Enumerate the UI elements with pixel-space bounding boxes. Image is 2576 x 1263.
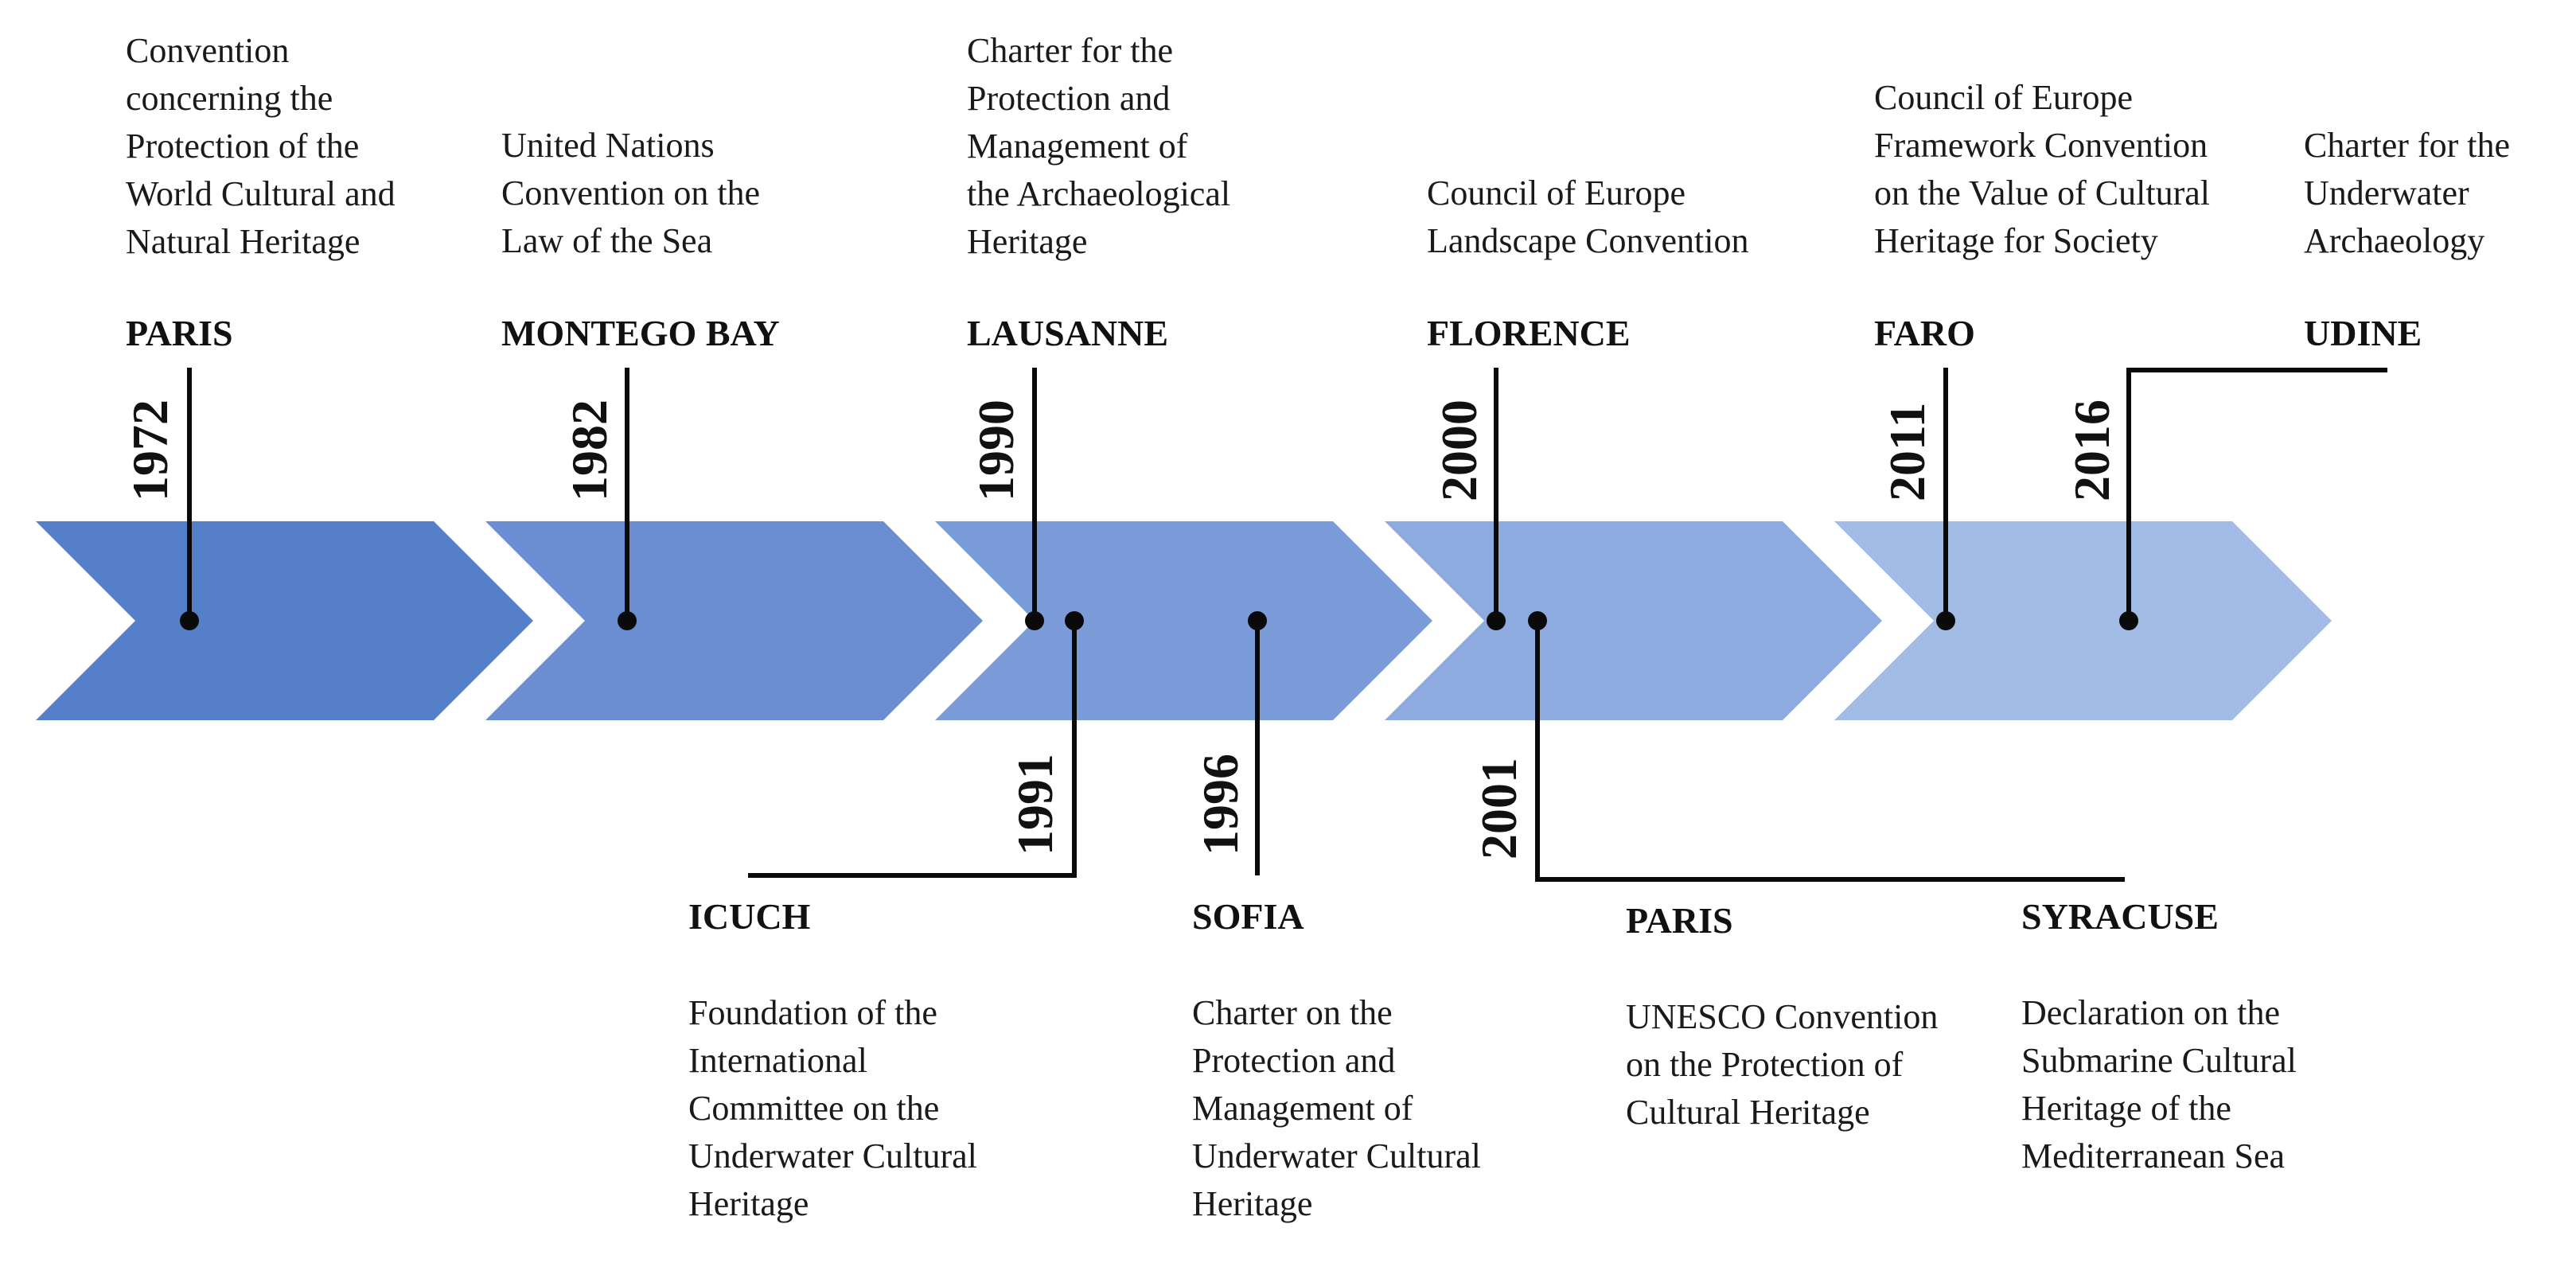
- chevron-5: [1834, 521, 2332, 720]
- dot-1982: [618, 611, 637, 630]
- dot-1991: [1065, 611, 1084, 630]
- dot-1972: [180, 611, 199, 630]
- description-1996: Charter on the Protection and Management…: [1192, 993, 1481, 1223]
- place-syracuse: SYRACUSE: [2021, 896, 2219, 937]
- description-syracuse: Declaration on the Submarine Cultural He…: [2021, 993, 2297, 1175]
- description-1991: Foundation of the International Committe…: [688, 993, 977, 1223]
- year-1982: 1982: [561, 400, 618, 501]
- chevron-band: [36, 521, 2332, 720]
- year-2016: 2016: [2064, 400, 2120, 501]
- year-2000: 2000: [1431, 400, 1487, 501]
- chevron-3: [935, 521, 1432, 720]
- description-2016: Charter for the Underwater Archaeology: [2304, 126, 2510, 260]
- connectors: [187, 368, 2387, 882]
- chevron-4: [1385, 521, 1882, 720]
- place-udine: UDINE: [2304, 313, 2422, 353]
- dot-2011: [1936, 611, 1955, 630]
- year-1996: 1996: [1192, 754, 1249, 856]
- dot-2016: [2119, 611, 2138, 630]
- place-icuch: ICUCH: [688, 896, 811, 937]
- connector-2016: [2126, 368, 2387, 621]
- description-1972: Convention concerning the Protection of …: [126, 31, 396, 261]
- place-lausanne: LAUSANNE: [967, 313, 1169, 353]
- description-2000: Council of Europe Landscape Convention: [1427, 173, 1749, 260]
- dot-2000: [1487, 611, 1506, 630]
- year-1991: 1991: [1007, 754, 1063, 856]
- connector-1991: [748, 621, 1077, 878]
- year-2001: 2001: [1471, 758, 1527, 860]
- place-sofia: SOFIA: [1192, 896, 1304, 937]
- dot-1990: [1025, 611, 1044, 630]
- year-2011: 2011: [1879, 403, 1935, 501]
- description-1982: United Nations Convention on the Law of …: [501, 126, 761, 260]
- dot-2001: [1528, 611, 1547, 630]
- description-2011: Council of Europe Framework Convention o…: [1874, 78, 2210, 260]
- chevron-2: [485, 521, 983, 720]
- year-1990: 1990: [968, 400, 1024, 501]
- event-dots: [180, 611, 2138, 630]
- place-paris-1972: PARIS: [126, 313, 233, 353]
- connector-2001: [1535, 621, 2125, 882]
- description-1990: Charter for the Protection and Managemen…: [967, 31, 1231, 261]
- year-1972: 1972: [122, 400, 178, 501]
- dot-1996: [1248, 611, 1267, 630]
- place-florence: FLORENCE: [1427, 313, 1631, 353]
- place-paris-2001: PARIS: [1626, 900, 1733, 941]
- description-2001: UNESCO Convention on the Protection of C…: [1626, 997, 1939, 1132]
- place-montego-bay: MONTEGO BAY: [501, 313, 780, 353]
- place-faro: FARO: [1874, 313, 1975, 353]
- chevron-1: [36, 521, 533, 720]
